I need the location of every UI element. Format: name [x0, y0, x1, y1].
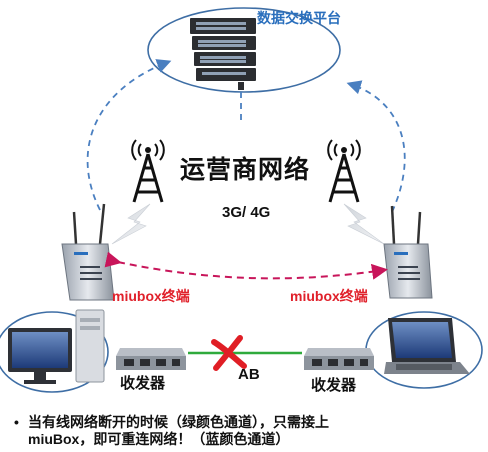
note-line-2: miuBox，即可重连网络！（蓝颜色通道）: [28, 431, 290, 447]
transceiver-right-label: 收发器: [311, 377, 357, 394]
media-converter-icon: [116, 348, 186, 370]
network-type-label: 3G/ 4G: [222, 204, 271, 221]
radio-tower-icon: [327, 139, 361, 203]
note-bullet: •: [14, 414, 19, 430]
broken-link-icon: [211, 335, 247, 371]
terminal-right-label: miubox终端: [290, 288, 368, 304]
miubox-link: [104, 251, 388, 280]
blue-channel-right: [346, 80, 406, 213]
server-rack-icon: [190, 18, 256, 90]
wireless-router-icon: [61, 203, 115, 301]
desktop-computer-icon: [8, 309, 105, 384]
wireless-router-icon: [383, 205, 433, 299]
network-label: 运营商网络: [180, 156, 311, 184]
note-line-1: 当有线网络断开的时候（绿颜色通道），只需接上: [28, 414, 329, 430]
blue-channel-left: [86, 59, 172, 211]
left-site-ellipse: [0, 311, 109, 393]
transceiver-left-label: 收发器: [120, 375, 166, 392]
radio-tower-icon: [131, 139, 165, 203]
link-label: AB: [238, 366, 260, 383]
lightning-bolt-icon: [343, 203, 385, 245]
media-converter-icon: [304, 348, 374, 370]
platform-label: 数据交换平台: [257, 10, 341, 26]
terminal-left-label: miubox终端: [112, 288, 190, 304]
lightning-bolt-icon: [111, 203, 151, 245]
laptop-icon: [384, 318, 470, 374]
